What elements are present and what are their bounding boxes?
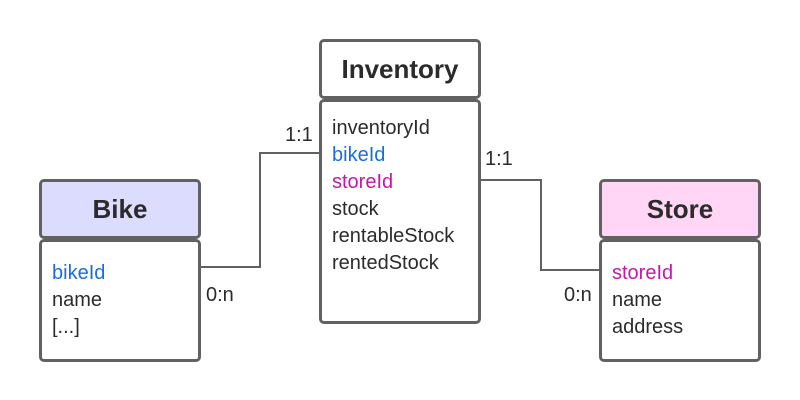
field-name: name bbox=[612, 289, 663, 311]
bike-inventory-connector bbox=[201, 152, 319, 268]
entity-bike-title: Bike bbox=[39, 179, 201, 239]
entity-store-title: Store bbox=[599, 179, 761, 239]
field-ellipsis: [...] bbox=[52, 316, 80, 338]
field-name: name bbox=[52, 289, 103, 311]
cardinality-inventory-bike-side: 1:1 bbox=[285, 124, 313, 146]
cardinality-bike-side: 0:n bbox=[206, 284, 234, 306]
entity-inventory-title: Inventory bbox=[319, 39, 481, 99]
cardinality-store-side: 0:n bbox=[564, 284, 592, 306]
field-rentablestock: rentableStock bbox=[332, 225, 455, 247]
entity-store-fields: storeId name address bbox=[599, 239, 761, 362]
field-rentedstock: rentedStock bbox=[332, 252, 439, 274]
field-address: address bbox=[612, 316, 684, 338]
entity-bike-fields: bikeId name [...] bbox=[39, 239, 201, 362]
field-bikeid: bikeId bbox=[332, 144, 386, 166]
field-bikeid: bikeId bbox=[52, 262, 106, 284]
field-inventoryid: inventoryId bbox=[332, 117, 430, 139]
cardinality-inventory-store-side: 1:1 bbox=[485, 148, 513, 170]
entity-inventory-fields: inventoryId bikeId storeId stock rentabl… bbox=[319, 99, 481, 324]
field-storeid: storeId bbox=[332, 171, 394, 193]
inventory-store-connector bbox=[481, 179, 599, 271]
field-stock: stock bbox=[332, 198, 379, 220]
field-storeid: storeId bbox=[612, 262, 674, 284]
